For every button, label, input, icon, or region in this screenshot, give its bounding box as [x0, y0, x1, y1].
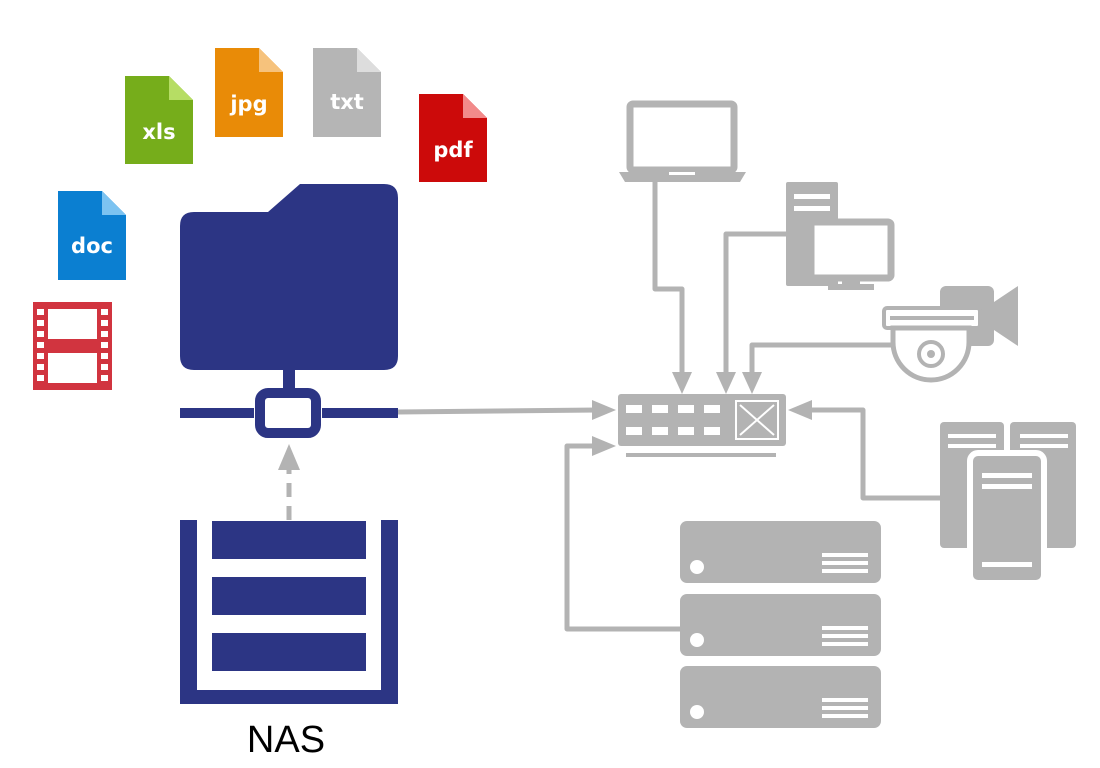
nas-drive	[212, 577, 366, 615]
file-icon-jpg: jpg	[215, 48, 283, 137]
file-fold	[357, 48, 381, 72]
file-label-txt: txt	[330, 90, 364, 114]
file-label-jpg: jpg	[229, 92, 267, 116]
folder-to-switch-arrowhead	[592, 400, 616, 420]
rack-server-unit	[680, 594, 881, 656]
security-camera-icon	[882, 286, 1018, 383]
file-label-xls: xls	[142, 120, 175, 144]
file-fold	[169, 76, 193, 100]
folder-network-connector	[180, 370, 398, 438]
file-icon-doc: doc	[58, 191, 126, 280]
towers-to-switch-line	[806, 407, 940, 501]
nas-drive	[212, 633, 366, 671]
folder-icon	[180, 184, 398, 370]
file-label-doc: doc	[71, 234, 113, 258]
servers-to-switch-arrowhead	[592, 436, 616, 456]
file-fold	[259, 48, 283, 72]
folder-to-switch-line	[397, 407, 599, 415]
camera-to-switch-arrowhead	[742, 372, 762, 394]
laptop-to-switch-line	[652, 182, 685, 376]
file-icon-txt: txt	[313, 48, 381, 137]
file-icon-xls: xls	[125, 76, 193, 164]
nas-drive	[212, 521, 366, 559]
network-switch-icon	[618, 394, 786, 457]
servers-to-switch-line	[564, 443, 680, 632]
nas-label: NAS	[247, 719, 325, 761]
file-label-pdf: pdf	[433, 138, 473, 162]
connector-stem	[283, 370, 295, 390]
server-rack-icon	[680, 521, 881, 728]
camera-to-switch-line	[749, 342, 893, 376]
towers-to-switch-arrowhead	[788, 400, 812, 420]
file-icon-pdf: pdf	[419, 94, 487, 182]
connector-node	[255, 388, 321, 438]
laptop-to-switch-arrowhead	[672, 372, 692, 394]
connection-lines	[397, 182, 940, 632]
rack-server-unit	[680, 666, 881, 728]
laptop-icon	[619, 100, 746, 182]
tower-servers-icon	[940, 422, 1076, 586]
desktop-to-switch-arrowhead	[716, 372, 736, 394]
nas-storage-icon	[180, 520, 398, 704]
desktop-to-switch-line	[723, 231, 786, 376]
nas-to-folder-arrow	[278, 444, 300, 520]
rack-server-unit	[680, 521, 881, 583]
desktop-computer-icon	[786, 182, 895, 290]
file-fold	[463, 94, 487, 118]
film-icon	[33, 302, 112, 390]
file-fold	[102, 191, 126, 215]
